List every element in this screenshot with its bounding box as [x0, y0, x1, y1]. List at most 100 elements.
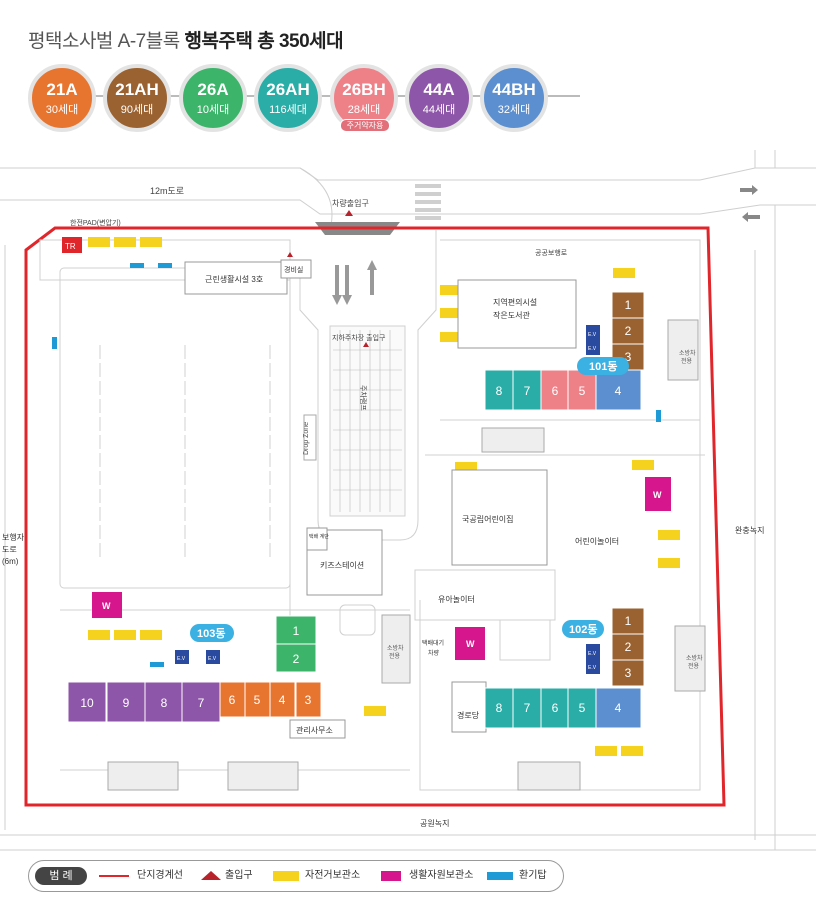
- unit-code: 44A: [423, 80, 455, 99]
- unit-number: 3: [305, 693, 312, 707]
- underground-parking-grid: [333, 330, 402, 512]
- vehicle-entrance-label: 차량출입구: [332, 198, 369, 208]
- unit-block-103: [219, 681, 246, 718]
- ev-101-b: E.V: [588, 346, 597, 352]
- management-office-label: 관리사무소: [296, 725, 333, 735]
- drop-zone-box: [303, 414, 317, 461]
- bike-stations: [88, 237, 680, 756]
- fire-access-label-4: 전용: [688, 662, 700, 670]
- site-boundary: [24, 226, 726, 807]
- bike-rack-icon: [440, 308, 462, 318]
- unit-code: 26A: [197, 80, 229, 99]
- building-103-badge: 103동: [197, 627, 225, 640]
- neighborhood-facility-label: 근린생활시설 3호: [205, 274, 263, 284]
- bike-rack-icon: [658, 530, 680, 540]
- ev-103-b: E.V: [208, 656, 217, 662]
- surrounding-roads: [0, 150, 816, 851]
- unit-block-101: [567, 369, 597, 411]
- bike-icon: [273, 871, 299, 881]
- unit-block-103: [275, 643, 317, 673]
- unit-block-102: [567, 687, 597, 729]
- unit-block-101: [484, 369, 514, 411]
- unit-26a: 26A 10세대: [179, 64, 247, 132]
- unit-block-103: [275, 615, 317, 645]
- unit-number: 2: [625, 640, 632, 654]
- unit-code: 21A: [46, 80, 78, 99]
- unit-count: 44세대: [422, 104, 456, 116]
- unit-number: 5: [579, 384, 586, 398]
- check-room: [306, 527, 328, 551]
- unit-count: 28세대: [347, 104, 381, 116]
- underground-entrance-label: 지하주차장 출입구: [332, 333, 386, 342]
- ev-103-a: E.V: [177, 656, 186, 662]
- community-facility-label-2: 작은도서관: [493, 310, 530, 320]
- bike-rack-icon: [632, 460, 654, 470]
- waste-truck-label-1: 택배대기: [422, 639, 444, 647]
- unit-number: 1: [625, 614, 632, 628]
- unit-count: 32세대: [497, 104, 531, 116]
- site-plan-map: N 12m도로 차량출입구 한전PAD(변압기): [0, 150, 816, 851]
- unit-number: 1: [293, 624, 300, 638]
- pedestrian-road-label-2: 도로: [2, 545, 17, 554]
- bike-rack-icon: [140, 237, 162, 247]
- public-walkway-label: 공공보행로: [535, 248, 568, 257]
- unit-number: 7: [524, 384, 531, 398]
- unit-block-103: [295, 681, 322, 718]
- legend-bike-label: 자전거보관소: [305, 870, 361, 881]
- fire-access-label-5: 소방차: [387, 644, 404, 652]
- unit-number: 7: [198, 696, 205, 710]
- unit-number: 6: [552, 384, 559, 398]
- fire-access-label-3: 소방차: [686, 654, 703, 662]
- transformer-box: [62, 237, 82, 253]
- guard-room-building: [280, 259, 312, 279]
- management-office-building: [289, 719, 346, 739]
- bike-rack-icon: [595, 746, 617, 756]
- parking-lift-label: 주차램프: [359, 385, 368, 411]
- transformer-pad-label: 한전PAD(변압기): [70, 218, 121, 227]
- unit-count: 30세대: [45, 104, 79, 116]
- pedestrian-road-label-3: (6m): [2, 557, 19, 566]
- buffer-green-label: 완충녹지: [735, 526, 764, 535]
- vent-icon: [487, 872, 513, 880]
- vehicle-entrance-marker: [345, 210, 353, 216]
- park-green-label: 공원녹지: [420, 819, 449, 828]
- ev-101-a: E.V: [588, 332, 597, 338]
- legend-entrance-label: 출입구: [225, 870, 253, 881]
- unit-count: 10세대: [196, 104, 230, 116]
- legend: 범 례 단지경계선 출입구 자전거보관소 생활자원보관소 환기탑: [28, 860, 564, 892]
- bike-rack-icon: [114, 630, 136, 640]
- title-strong: 행복주택 총 350세대: [184, 31, 344, 52]
- pedestrian-road-label-1: 보행자: [2, 532, 25, 542]
- check-room-label: 택배 계단: [309, 533, 329, 540]
- parking-grid: [99, 345, 271, 560]
- unit-number: 10: [80, 696, 94, 710]
- bike-rack-icon: [114, 237, 136, 247]
- unit-block-101: [595, 369, 642, 411]
- fire-access-label-6: 전용: [389, 652, 401, 660]
- unit-block-103: [269, 681, 296, 718]
- neighborhood-facility-building: [184, 261, 288, 295]
- unit-number: 3: [625, 350, 632, 364]
- unit-number: 8: [161, 696, 168, 710]
- underground-entrance-marker: [363, 342, 369, 347]
- unit-number: 2: [293, 652, 300, 666]
- unit-code: 44BH: [492, 80, 536, 99]
- waste-icon: [381, 871, 401, 881]
- crosswalk: [415, 184, 441, 220]
- building-102-badge: 102동: [569, 623, 597, 636]
- unit-number: 6: [552, 701, 559, 715]
- unit-number: 3: [625, 666, 632, 680]
- public-daycare-label: 국공립어린이집: [462, 514, 514, 524]
- bike-rack-icon: [621, 746, 643, 756]
- unit-block-103: [144, 681, 184, 723]
- ev-102-b: E.V: [588, 665, 597, 671]
- waste-stations: W W W: [92, 477, 671, 660]
- waste-station-102: W: [466, 639, 475, 649]
- unit-count: 90세대: [120, 104, 154, 116]
- unit-number: 7: [524, 701, 531, 715]
- bike-rack-icon: [140, 630, 162, 640]
- waste-truck-label-2: 차량: [428, 649, 440, 657]
- waste-station-101: W: [653, 490, 662, 500]
